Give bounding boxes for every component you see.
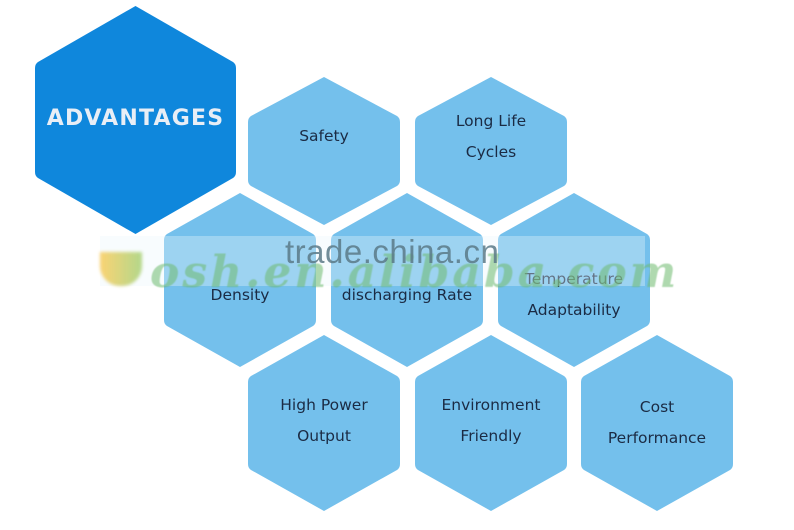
watermark-band bbox=[100, 236, 645, 286]
watermark-domain: osh.en.alibaba.com bbox=[150, 247, 680, 298]
hex-environment-friendly: Environment Friendly bbox=[414, 334, 568, 512]
hexagon-shape-icon bbox=[248, 77, 400, 225]
item-label-line2: Output bbox=[297, 427, 351, 445]
item-label-line2: Adaptability bbox=[527, 301, 621, 319]
hexagon-shape-icon bbox=[415, 77, 567, 225]
item-label-line1: Environment bbox=[441, 396, 541, 414]
hexagon-shape-icon bbox=[164, 193, 316, 367]
advantages-hexagon: ADVANTAGES bbox=[34, 4, 237, 236]
hexagon-shape-icon bbox=[35, 6, 236, 234]
item-label-line2: Friendly bbox=[460, 427, 522, 445]
item-label-line1: High Power bbox=[280, 396, 368, 414]
hex-high-power-output: High Power Output bbox=[247, 334, 401, 512]
hexagon-shape-icon bbox=[331, 193, 483, 367]
item-label: discharging Rate bbox=[341, 286, 473, 304]
hexagon-shape-icon bbox=[498, 193, 650, 367]
hex-temperature-adaptability: Temperature Adaptability bbox=[497, 192, 651, 368]
hexagon-shape-icon bbox=[581, 335, 733, 511]
item-label: Density bbox=[210, 286, 270, 304]
item-label-line2: Cycles bbox=[465, 143, 517, 161]
hex-density: Density bbox=[163, 192, 317, 368]
hex-long-life-cycles: Long Life Cycles bbox=[414, 76, 568, 226]
item-label-line1: Cost bbox=[639, 398, 675, 416]
watermark-logo-icon bbox=[100, 252, 142, 286]
item-label-line2: Performance bbox=[607, 429, 707, 447]
hex-safety: Safety bbox=[247, 76, 401, 226]
hex-discharging-rate: discharging Rate bbox=[330, 192, 484, 368]
item-label-line1: Long Life bbox=[455, 112, 527, 130]
advantages-title: ADVANTAGES bbox=[46, 106, 225, 131]
item-label: Safety bbox=[299, 127, 349, 145]
hexagon-shape-icon bbox=[415, 335, 567, 511]
hexagon-shape-icon bbox=[248, 335, 400, 511]
hex-cost-performance: Cost Performance bbox=[580, 334, 734, 512]
watermark-trade: trade.china.cn bbox=[285, 233, 500, 270]
item-label-line1: Temperature bbox=[524, 270, 624, 288]
